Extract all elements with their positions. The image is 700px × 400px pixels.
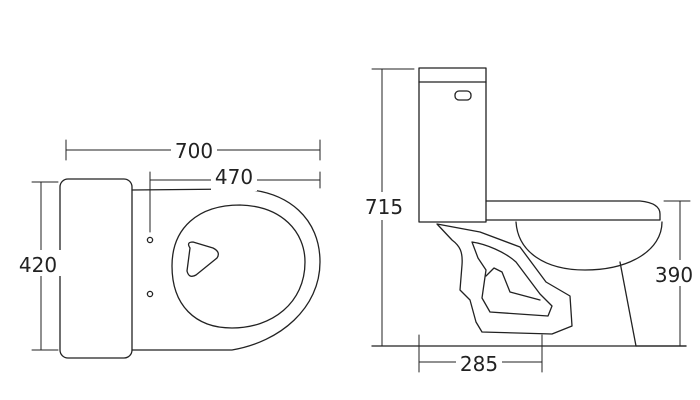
- top-view: 700 470 420: [18, 136, 321, 359]
- side-view-seat: [485, 200, 661, 221]
- side-view-flush-button: [454, 90, 472, 101]
- dimension-470-label: 470: [215, 165, 253, 189]
- side-view-trapway: [436, 223, 573, 335]
- top-view-tank: [59, 178, 133, 359]
- top-view-bowl-outline: [131, 188, 321, 351]
- dimension-285: 285: [418, 334, 543, 376]
- top-view-seat-opening: [171, 204, 306, 329]
- top-view-bolt-hole-upper: [146, 236, 154, 244]
- side-view-tank: [418, 67, 487, 223]
- dimension-420: 420: [18, 181, 64, 351]
- dimension-390: 390: [652, 200, 700, 347]
- top-view-bolt-hole-lower: [146, 290, 154, 298]
- side-view-trapway-inner: [471, 241, 553, 317]
- dimension-390-label: 390: [655, 263, 693, 287]
- side-view: 715 390 285: [362, 67, 700, 376]
- dimension-700: 700: [65, 136, 321, 163]
- dimension-715: 715: [362, 68, 415, 347]
- dimension-700-label: 700: [175, 139, 213, 163]
- dimension-285-label: 285: [460, 352, 498, 376]
- dimension-715-label: 715: [365, 195, 403, 219]
- top-view-drain-hole: [186, 241, 219, 277]
- dimension-470: 470: [149, 165, 321, 233]
- dimension-420-label: 420: [19, 253, 57, 277]
- side-view-bowl-exterior: [515, 221, 663, 271]
